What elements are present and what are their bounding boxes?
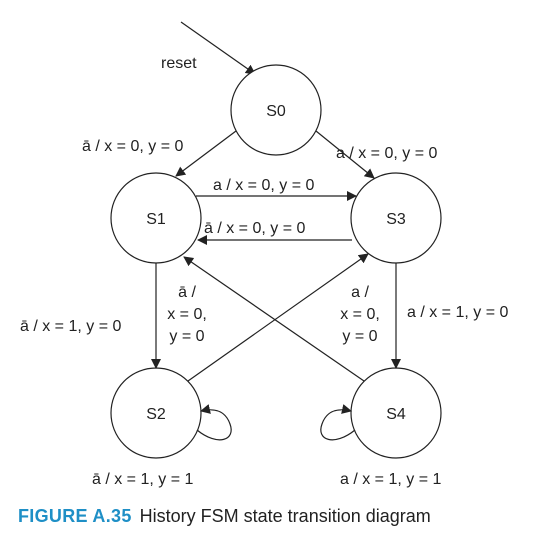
edge-s2-self-loop (196, 404, 232, 441)
label-s1-s2: ā / x = 1, y = 0 (20, 318, 121, 335)
state-s0: S0 (230, 64, 322, 156)
state-s4: S4 (350, 367, 442, 459)
state-s4-label: S4 (386, 406, 406, 423)
edge-s0-s3 (315, 130, 375, 179)
figure-caption: FIGURE A.35 History FSM state transition … (18, 506, 431, 527)
state-s3-label: S3 (386, 211, 406, 228)
state-s0-label: S0 (266, 103, 286, 120)
edge-s2-s3 (187, 253, 369, 382)
label-s2-s3-line-1: a / (351, 284, 369, 301)
label-s1-s3: a / x = 0, y = 0 (213, 177, 314, 194)
figure-caption-text: History FSM state transition diagram (139, 506, 431, 526)
label-s4-s1-line-1: ā / (178, 284, 196, 301)
label-s0-s1: ā / x = 0, y = 0 (82, 138, 183, 155)
label-s0-s3: a / x = 0, y = 0 (336, 145, 437, 162)
state-s1: S1 (110, 172, 202, 264)
label-s2-s3-line-3: y = 0 (342, 328, 377, 345)
state-s3: S3 (350, 172, 442, 264)
label-s2-s3-block: a / x = 0, y = 0 (340, 284, 380, 345)
label-s3-s4: a / x = 1, y = 0 (407, 304, 508, 321)
state-s1-label: S1 (146, 211, 166, 228)
figure-number: FIGURE A.35 (18, 506, 132, 526)
edge-s4-s1 (183, 256, 365, 382)
reset-label: reset (161, 55, 197, 72)
label-s2-s3-line-2: x = 0, (340, 306, 380, 323)
label-s4-self: a / x = 1, y = 1 (340, 471, 441, 488)
edge-s0-s1 (175, 130, 237, 177)
state-transition-diagram: reset S0 S1 S3 S2 S4 (20, 21, 508, 488)
label-s4-s1-line-3: y = 0 (169, 328, 204, 345)
label-s3-s1: ā / x = 0, y = 0 (204, 220, 305, 237)
reset-arrow (180, 21, 256, 75)
edge-s4-self-loop (320, 404, 356, 441)
label-s2-self: ā / x = 1, y = 1 (92, 471, 193, 488)
label-s4-s1-block: ā / x = 0, y = 0 (167, 284, 207, 345)
state-s2: S2 (110, 367, 202, 459)
label-s4-s1-line-2: x = 0, (167, 306, 207, 323)
state-s2-label: S2 (146, 406, 166, 423)
